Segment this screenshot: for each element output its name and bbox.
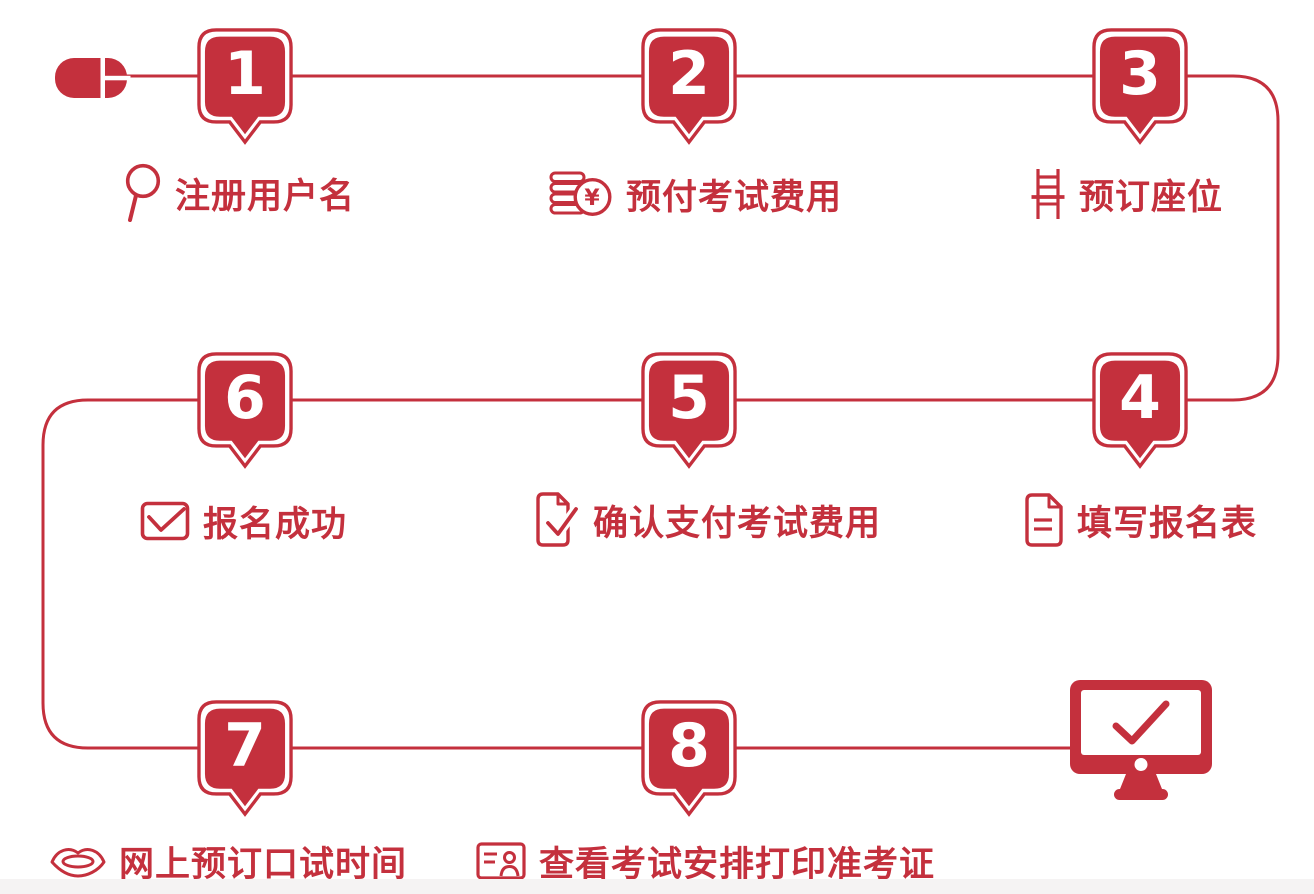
step-badge-1: 1 <box>197 28 293 145</box>
step-number: 5 <box>668 363 710 433</box>
badge-bubble-shape <box>197 700 293 817</box>
step-label-text: 填写报名表 <box>1077 503 1258 543</box>
step-label-1: 注册用户名 <box>122 163 356 222</box>
step-label-7: 网上预订口试时间 <box>50 836 407 886</box>
badge-bubble-shape <box>641 700 737 817</box>
step-label-text: 网上预订口试时间 <box>119 844 408 884</box>
step-label-text: 确认支付考试费用 <box>593 503 882 543</box>
step-badge-3: 3 <box>1092 28 1188 145</box>
badge-bubble-shape <box>1092 352 1188 469</box>
step-label-4: 填写报名表 <box>1024 491 1257 549</box>
step-number: 1 <box>224 39 266 109</box>
badge-bubble-shape <box>197 28 293 145</box>
monitor-check-icon <box>1068 678 1218 809</box>
step-label-text: 注册用户名 <box>175 176 356 216</box>
magnifier-icon <box>125 163 161 222</box>
mouse-icon <box>53 56 131 105</box>
coins-yen-icon: ¥ <box>549 171 612 216</box>
step-number: 3 <box>1119 39 1161 109</box>
badge-bubble-shape <box>197 352 293 469</box>
step-number: 6 <box>224 363 266 433</box>
footer-strip <box>0 879 1314 894</box>
step-badge-7: 7 <box>197 700 293 817</box>
step-label-text: 报名成功 <box>203 504 348 544</box>
lips-icon <box>50 848 106 878</box>
step-label-3: 预订座位 <box>1030 166 1223 222</box>
step-label-8: 查看考试安排打印准考证 <box>476 836 935 886</box>
step-label-2: ¥ 预付考试费用 <box>549 166 842 222</box>
step-label-6: 报名成功 <box>140 494 347 548</box>
step-badge-4: 4 <box>1092 352 1188 469</box>
step-number: 4 <box>1119 363 1161 433</box>
badge-bubble-shape <box>1092 28 1188 145</box>
checkbox-check-icon <box>140 501 190 541</box>
step-label-5: 确认支付考试费用 <box>534 491 881 549</box>
step-badge-5: 5 <box>641 352 737 469</box>
step-label-text: 查看考试安排打印准考证 <box>539 844 936 884</box>
form-document-icon <box>1025 493 1063 547</box>
id-card-icon <box>476 842 526 880</box>
badge-bubble-shape <box>641 28 737 145</box>
step-badge-2: 2 <box>641 28 737 145</box>
monitor-check-icon-shape <box>1070 680 1212 800</box>
step-number: 2 <box>668 39 710 109</box>
badge-bubble-shape <box>641 352 737 469</box>
chair-icon <box>1031 169 1065 219</box>
yen-symbol: ¥ <box>584 186 600 211</box>
mouse-icon-shape <box>55 56 131 100</box>
document-check-icon <box>536 492 580 547</box>
step-badge-8: 8 <box>641 700 737 817</box>
step-number: 7 <box>224 711 266 781</box>
step-badge-6: 6 <box>197 352 293 469</box>
step-label-text: 预订座位 <box>1079 177 1224 217</box>
step-number: 8 <box>668 711 710 781</box>
step-label-text: 预付考试费用 <box>626 177 843 217</box>
